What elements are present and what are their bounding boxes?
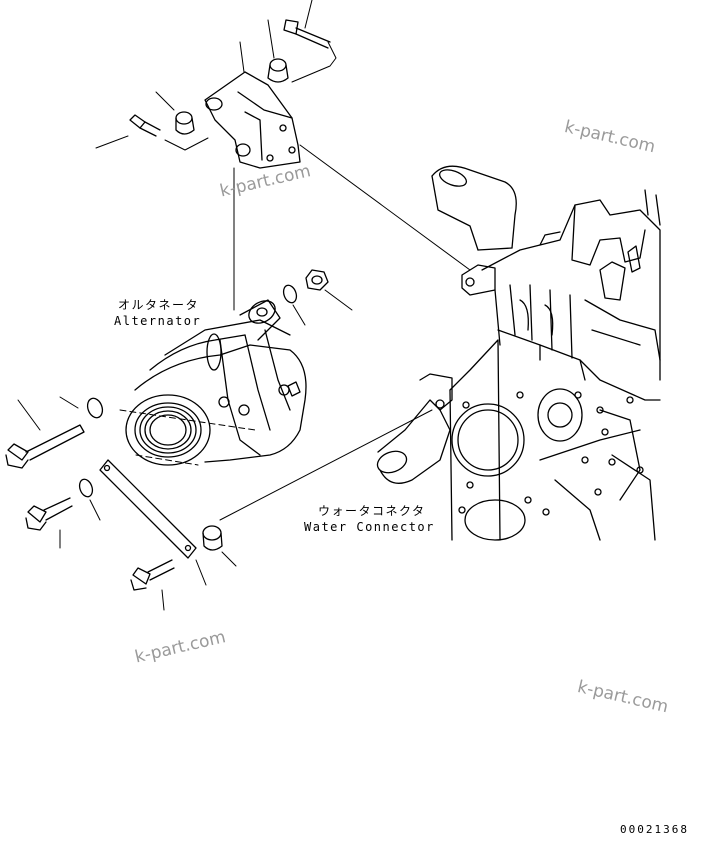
leader-lines	[17, 0, 471, 611]
alternator-label-en: Alternator	[114, 314, 202, 328]
water-connector-label-en: Water Connector	[304, 520, 435, 534]
alternator	[125, 299, 307, 466]
alternator-bracket	[204, 71, 301, 169]
alternator-label-jp: オルタネータ	[118, 298, 200, 312]
alternator-hardware	[5, 269, 329, 591]
bracket-hardware	[129, 19, 331, 137]
engine-block	[431, 165, 661, 541]
water-connector	[376, 373, 453, 484]
drawing-code: 00021368	[620, 823, 689, 836]
water-connector-label-jp: ウォータコネクタ	[318, 504, 426, 518]
